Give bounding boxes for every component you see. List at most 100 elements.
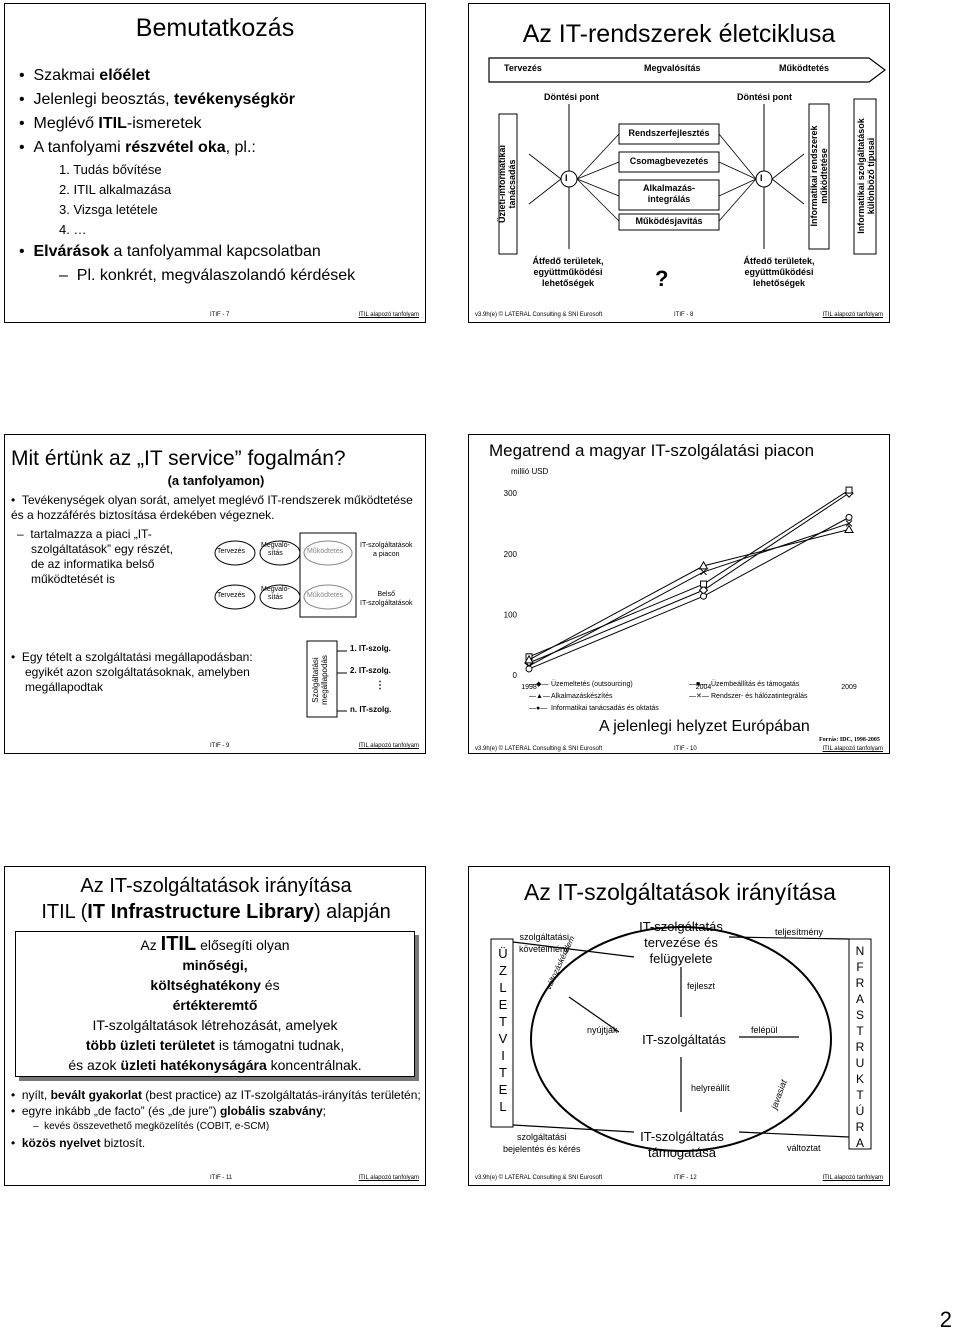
restore-label: helyreállít (691, 1083, 730, 1093)
sla-item-2: 2. IT-szolg. (350, 666, 391, 675)
letter: F (856, 960, 864, 974)
footer-copyright: v3.9h(e) © LATERAL Consulting & SNI Euro… (475, 746, 603, 752)
box-dev: Rendszerfejlesztés (628, 128, 710, 138)
letter: T (856, 1088, 864, 1102)
footer-copyright: v3.9h(e) © LATERAL Consulting & SNI Euro… (475, 312, 603, 318)
slide-10: Megatrend a magyar IT-szolgálatási piaco… (468, 434, 890, 754)
service-mgmt-diagram (490, 926, 872, 1152)
itil-box: Az ITIL elősegíti olyan minőségi, költsé… (15, 931, 415, 1077)
row2-build: Megvaló-sítás (261, 586, 290, 601)
sla-item-n: n. IT-szolg. (350, 705, 392, 714)
letter: T (499, 1014, 507, 1029)
slide-11-title: Az IT-szolgáltatások irányítása ITIL (IT… (41, 875, 391, 923)
legend-2: —■—Üzembeállítás és támogatás (689, 681, 800, 688)
letter: S (855, 1008, 864, 1022)
letter: E (498, 1082, 508, 1097)
slide-11: Az IT-szolgáltatások irányítása ITIL (IT… (4, 866, 426, 1186)
letter: V (498, 1031, 508, 1046)
data-point (700, 580, 708, 588)
box-integration: Alkalmazás-integrálás (642, 183, 696, 204)
phase-build: Megvalósítás (644, 63, 701, 73)
service-scope-diagram (214, 532, 357, 618)
letter: N (855, 944, 865, 958)
y-tick-label: 100 (504, 610, 518, 619)
lifecycle-diagram (488, 57, 886, 255)
box-improve: Működésjavítás (635, 216, 703, 226)
letter: R (855, 976, 865, 990)
unit-label: millió USD (511, 467, 549, 476)
slide-7-bullets: • Szakmai előélet • Jelenlegi beosztás, … (19, 64, 355, 288)
center-service: IT-szolgáltatás (642, 1032, 726, 1047)
letter: R (855, 1040, 865, 1054)
letter: A (855, 992, 864, 1006)
source: Forrás: IDC, 1998-2005 (819, 737, 880, 743)
footer-course: ITIL alapozó tanfolyam (822, 1175, 883, 1181)
question-mark: ? (655, 266, 669, 291)
numbered-3: 3. Vizsga letétele (59, 202, 158, 217)
legend-5: —●—Informatikai tanácsadás és oktatás (529, 705, 659, 712)
bullet-5: • Elvárások a tanfolyammal kapcsolatban (19, 243, 321, 260)
footer-page: ITIF - 10 (674, 746, 697, 752)
slide-9: Mit értünk az „IT service” fogalmán? (a … (4, 434, 426, 754)
letter: I (501, 1048, 505, 1063)
slide-7: Bemutatkozás • Szakmai előélet • Jelenle… (4, 3, 426, 323)
phase-run: Működtetés (779, 63, 830, 73)
data-point (525, 665, 533, 673)
data-point (700, 568, 707, 576)
row1-build: Megvaló-sítás (261, 542, 290, 557)
slide-11-bullets: • nyílt, bevált gyakorlat (best practice… (11, 1088, 421, 1150)
footer-page: ITIF - 7 (210, 312, 230, 318)
footer-course: ITIL alapozó tanfolyam (358, 743, 419, 749)
slide-9-dash: – tartalmazza a piaci „IT- szolgáltatáso… (17, 527, 174, 586)
data-point (698, 560, 709, 570)
letter: E (498, 997, 508, 1012)
letter: Ú (855, 1104, 865, 1118)
slide-9-title: Mit értünk az „IT service” fogalmán? (11, 447, 346, 470)
letter: Z (499, 963, 507, 978)
footer-course: ITIL alapozó tanfolyam (822, 746, 883, 752)
letter: L (499, 1099, 507, 1114)
sla-diagram (306, 640, 347, 718)
data-point (700, 592, 708, 600)
row2-run: Működtetés (307, 592, 344, 599)
footer-page: ITIF - 8 (674, 312, 694, 318)
change-label: változtat (787, 1143, 821, 1153)
series-line (528, 516, 850, 670)
decision-point-2: Döntési pont (737, 92, 792, 102)
footer-course: ITIL alapozó tanfolyam (358, 312, 419, 318)
x-tick-label: 2009 (841, 684, 857, 691)
footer-page: ITIF - 12 (674, 1175, 697, 1181)
row1-plan: Tervezés (217, 548, 246, 555)
footer-course: ITIL alapozó tanfolyam (822, 312, 883, 318)
numbered-2: 2. ITIL alkalmazása (59, 182, 172, 197)
slide-8-title: Az IT-rendszerek életciklusa (522, 20, 836, 48)
numbered-1: 1. Tudás bővítése (59, 162, 162, 177)
decision-point-1: Döntési pont (544, 92, 599, 102)
x-tick-label: 1998 (521, 684, 537, 691)
bullet-3: • Meglévő ITIL-ismeretek (19, 115, 202, 132)
numbered-4: 4. … (59, 222, 87, 237)
chart-legend-2: —■—Üzembeállítás és támogatás —✕—Rendsze… (689, 679, 808, 703)
data-point (845, 520, 853, 527)
page-number: 2 (939, 1307, 952, 1332)
letter: K (855, 1072, 864, 1086)
data-point (845, 486, 853, 494)
provide-label: nyújtják (587, 1025, 618, 1035)
box-package: Csomagbevezetés (629, 156, 709, 166)
circle-1-label: I (565, 173, 568, 183)
letter: L (499, 980, 507, 995)
bullet-1: • Szakmai előélet (19, 67, 150, 84)
slide-9-bullet-2: • Egy tételt a szolgáltatási megállapodá… (11, 650, 253, 694)
